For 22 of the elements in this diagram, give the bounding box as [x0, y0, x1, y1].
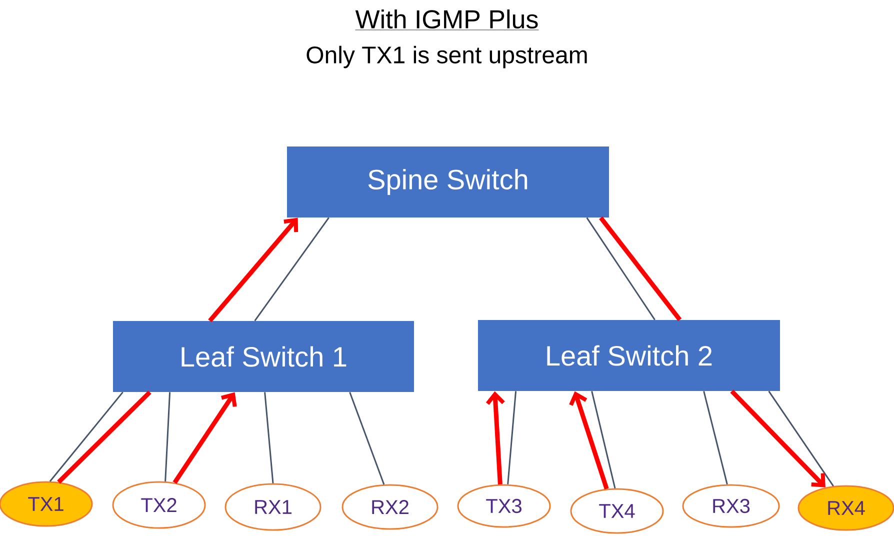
- connector-line: [591, 391, 616, 488]
- arrow: [208, 218, 298, 322]
- arrow: [172, 392, 237, 484]
- title: With IGMP Plus: [355, 9, 539, 30]
- connector-line: [599, 216, 682, 322]
- switch-box: Leaf Switch 1: [113, 321, 414, 392]
- connector-line: [164, 392, 171, 482]
- arrow: [569, 391, 609, 490]
- arrow: [730, 390, 826, 488]
- connector-line: [349, 392, 385, 485]
- switch-box: Leaf Switch 2: [478, 320, 780, 391]
- connector-line: [264, 392, 274, 484]
- connector-line: [57, 390, 152, 484]
- connector-line: [768, 390, 834, 486]
- arrow: [486, 391, 505, 484]
- connector-line: [49, 392, 124, 482]
- connector-line: [254, 217, 330, 322]
- subtitle: Only TX1 is sent upstream: [306, 46, 587, 68]
- connector-line: [703, 391, 728, 484]
- connector-line: [507, 391, 517, 484]
- switch-box: Spine Switch: [287, 146, 609, 218]
- connector-line: [586, 217, 656, 320]
